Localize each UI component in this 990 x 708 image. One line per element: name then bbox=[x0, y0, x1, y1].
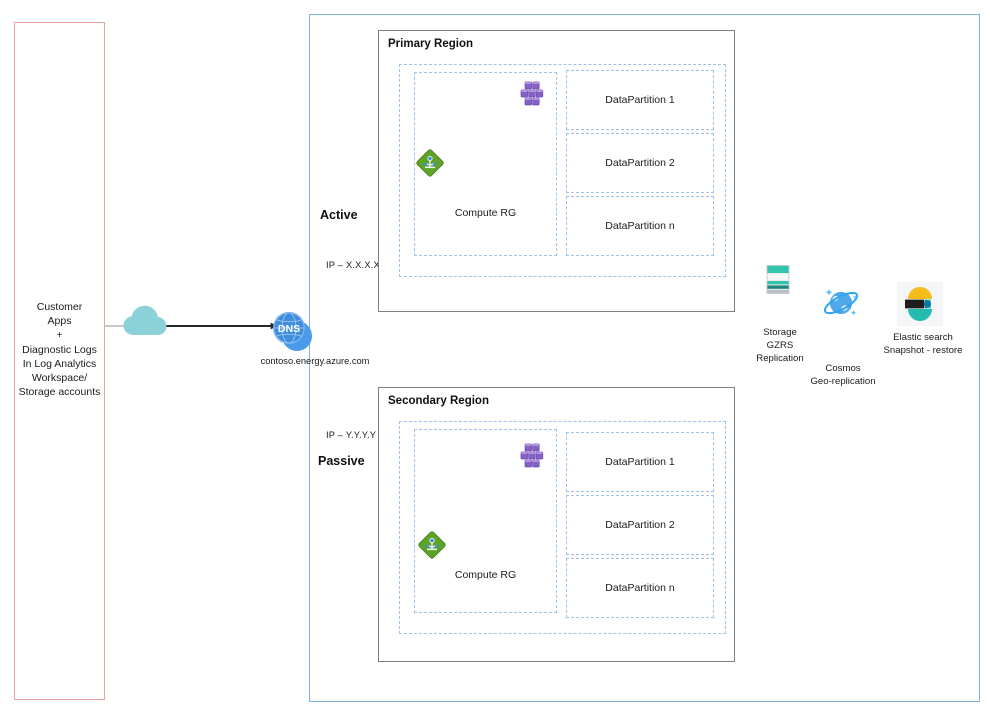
secondary-compute-rg-box bbox=[414, 429, 557, 613]
secondary-region-title: Secondary Region bbox=[388, 395, 489, 407]
cosmos-replication-label: Cosmos Geo-replication bbox=[810, 363, 876, 388]
primary-datapartition-n: DataPartition n bbox=[566, 196, 714, 256]
secondary-datapartition-1: DataPartition 1 bbox=[566, 432, 714, 492]
azure-cosmos-db-icon bbox=[820, 283, 862, 323]
passive-ip-label: IP – Y.Y.Y.Y bbox=[326, 430, 377, 440]
storage-replication-label: Storage GZRS Replication bbox=[756, 327, 804, 365]
customer-apps-panel bbox=[14, 22, 105, 700]
secondary-datapartition-2: DataPartition 2 bbox=[566, 495, 714, 555]
load-balancer-diamond-icon bbox=[417, 530, 447, 560]
secondary-datapartition-n: DataPartition n bbox=[566, 558, 714, 618]
dns-icon-label: DNS bbox=[278, 323, 300, 335]
customer-apps-panel-label: Customer Apps + Diagnostic Logs In Log A… bbox=[18, 301, 101, 399]
active-path-label: Active bbox=[320, 208, 358, 222]
azure-scale-set-cubes-icon bbox=[516, 442, 548, 474]
load-balancer-diamond-icon bbox=[415, 148, 445, 178]
primary-datapartition-2: DataPartition 2 bbox=[566, 133, 714, 193]
secondary-compute-rg-label: Compute RG bbox=[454, 569, 517, 581]
passive-path-label: Passive bbox=[318, 454, 365, 468]
secondary-region-inner-dashed-box bbox=[399, 421, 726, 634]
primary-region-title: Primary Region bbox=[388, 38, 473, 50]
primary-datapartition-1: DataPartition 1 bbox=[566, 70, 714, 130]
azure-scale-set-cubes-icon bbox=[516, 80, 548, 112]
primary-compute-rg-box bbox=[414, 72, 557, 256]
primary-compute-rg-label: Compute RG bbox=[454, 207, 517, 219]
cloud-icon bbox=[123, 305, 167, 339]
azure-storage-icon bbox=[760, 263, 796, 297]
elasticsearch-icon bbox=[897, 282, 943, 326]
primary-region-inner-dashed-box bbox=[399, 64, 726, 277]
elasticsearch-label: Elastic search Snapshot - restore bbox=[883, 332, 963, 357]
active-ip-label: IP – X.X.X.X bbox=[326, 260, 380, 270]
dns-domain-label: contoso.energy.azure.com bbox=[260, 356, 370, 366]
dns-globe-icon: DNS bbox=[270, 310, 318, 354]
